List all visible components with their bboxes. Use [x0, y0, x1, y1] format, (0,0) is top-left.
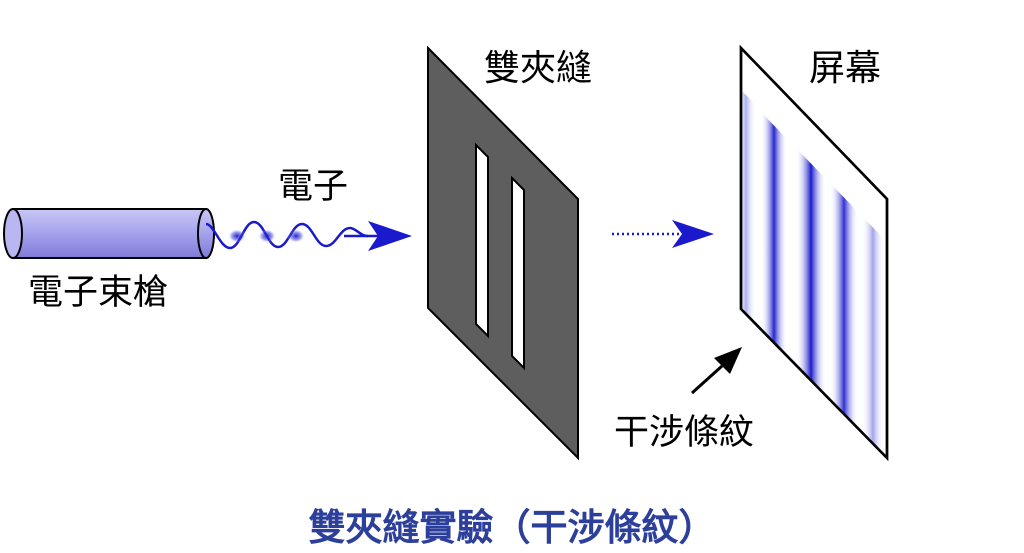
electron-gun — [3, 208, 215, 259]
fringe-pointer-arrow — [690, 347, 742, 395]
electron-particle — [258, 229, 276, 243]
slit — [511, 175, 525, 371]
fringe-band — [761, 112, 787, 361]
fringe-band — [741, 85, 756, 325]
fringe-band — [830, 183, 858, 434]
double-slit-label: 雙夾縫 — [484, 48, 592, 89]
arrow-head-icon — [714, 347, 742, 374]
slit — [475, 142, 489, 339]
interference-fringes — [741, 85, 884, 458]
arrow-head-icon — [672, 220, 714, 248]
fringe-band — [862, 216, 884, 458]
screen-label: 屏幕 — [809, 48, 881, 89]
electron-label: 電子 — [278, 167, 348, 207]
diagram-caption: 雙夾縫實驗（干涉條紋） — [309, 506, 716, 549]
electron-particle — [287, 229, 305, 243]
arrow-head-icon — [368, 221, 412, 251]
electron-gun-label: 電子束槍 — [28, 273, 168, 313]
fringe-label: 干涉條紋 — [614, 413, 754, 453]
double-slit-plate — [427, 45, 579, 461]
fringe-band — [796, 148, 826, 399]
electron-particle — [228, 229, 246, 243]
propagation-arrow — [612, 220, 714, 248]
electron-wave — [205, 220, 412, 251]
screen — [739, 44, 889, 462]
